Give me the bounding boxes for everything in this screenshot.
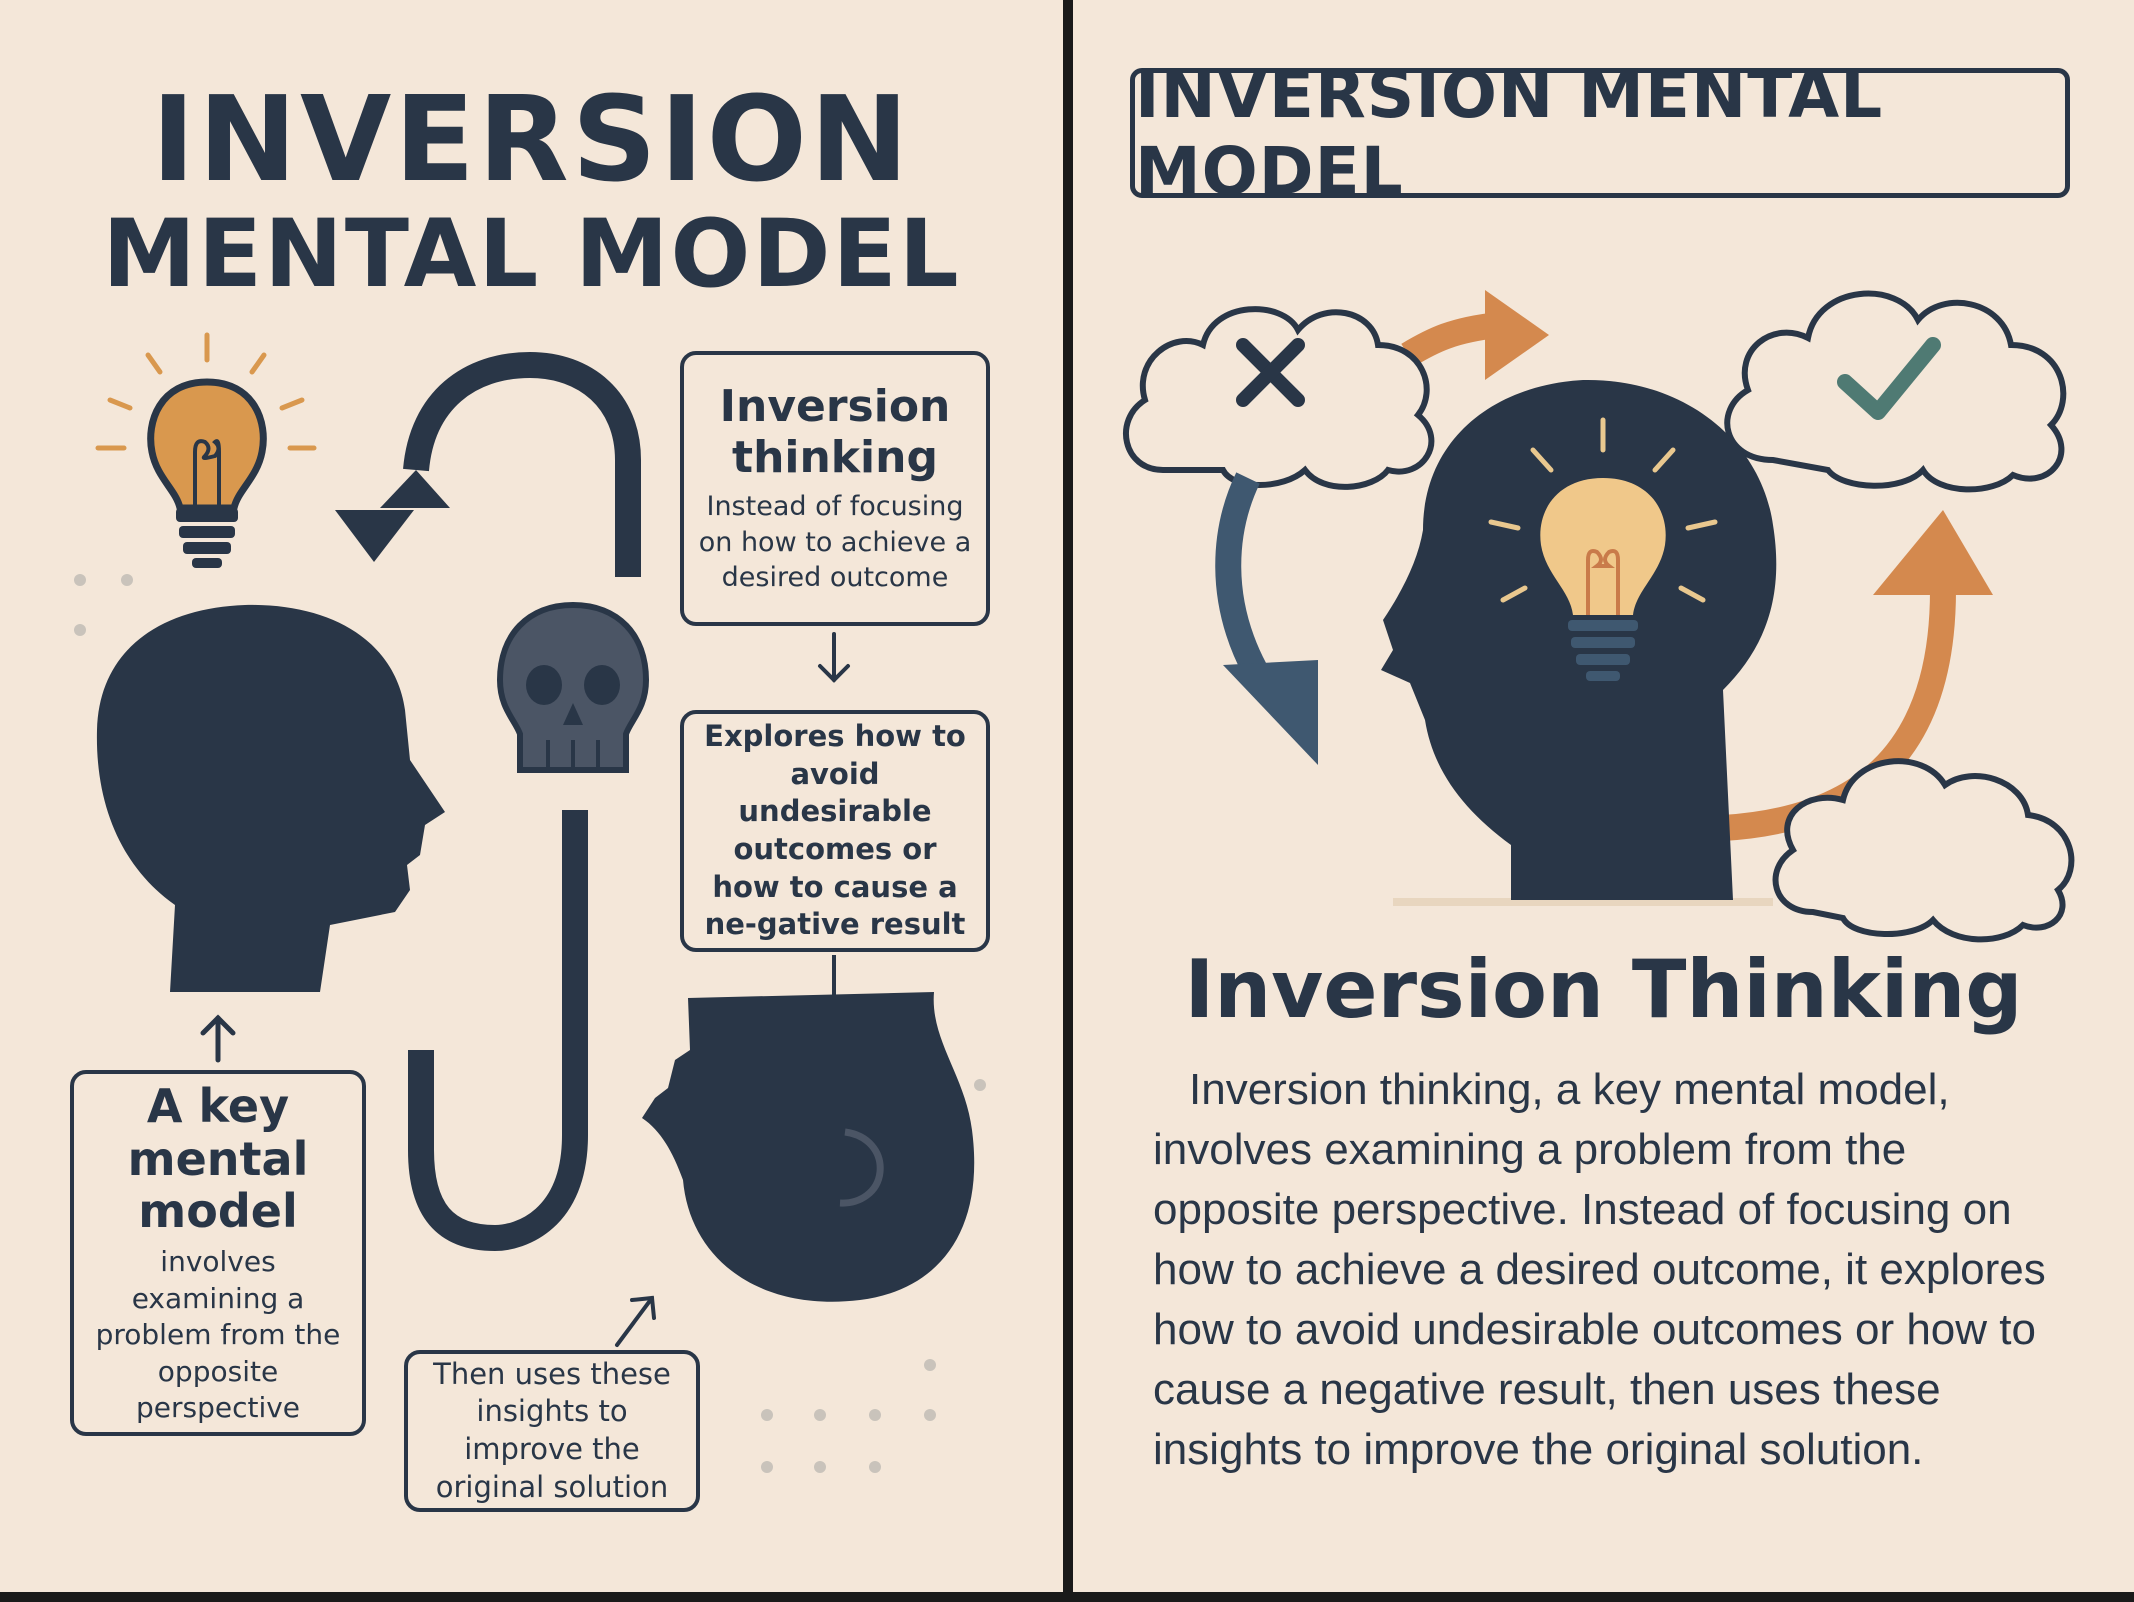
left-title-line2: MENTAL MODEL (102, 200, 961, 309)
key-mental-model-heading: A key mental model (127, 1078, 309, 1239)
orange-arrow-top-icon (1401, 290, 1549, 380)
inversion-thinking-box: Inversion thinking Instead of focusing o… (680, 351, 990, 626)
head-silhouette-icon (96, 604, 445, 992)
arrow-down-icon (818, 632, 850, 683)
right-title: INVERSION MENTAL MODEL (1130, 56, 2070, 210)
inversion-thinking-text: Instead of focusing on how to achieve a … (698, 491, 972, 593)
right-panel: INVERSION MENTAL MODEL (1073, 0, 2134, 1592)
blue-arrow-icon (1215, 472, 1318, 765)
arrow-up-icon (200, 1014, 236, 1063)
right-illustration (1123, 290, 2075, 943)
decorative-dots (74, 574, 986, 1473)
then-uses-box: Then uses these insights to improve the … (404, 1350, 700, 1512)
left-panel: INVERSION MENTAL MODEL (0, 0, 1063, 1592)
right-paragraph: Inversion thinking, a key mental model, … (1153, 1065, 2046, 1474)
panel-divider (1063, 0, 1073, 1602)
check-mark-icon (1837, 337, 1941, 420)
explores-box: Explores how to avoid undesirable outcom… (680, 710, 990, 952)
cloud-icon (1772, 758, 2075, 943)
u-curve-icon (408, 810, 588, 1252)
bottom-border (0, 1592, 2134, 1602)
then-uses-text: Then uses these insights to improve the … (433, 1356, 671, 1504)
cloud-check-icon (1724, 290, 2067, 493)
explores-text: Explores how to avoid undesirable outcom… (704, 718, 966, 942)
key-mental-model-box: A key mental model involves examining a … (70, 1070, 366, 1436)
arrow-diagonal-icon (615, 1295, 656, 1347)
inverted-head-silhouette-icon (642, 992, 975, 1302)
lightbulb-icon (95, 332, 317, 568)
curved-arrow-icon (335, 351, 641, 577)
left-illustration (74, 332, 986, 1473)
left-title-line1: INVERSION (151, 70, 912, 208)
right-heading: Inversion Thinking (1184, 943, 2023, 1036)
head-silhouette-icon (1381, 379, 1777, 906)
x-mark-icon (1236, 338, 1305, 407)
skull-icon (496, 601, 650, 773)
inversion-thinking-heading: Inversion thinking (719, 381, 951, 483)
key-mental-model-text: involves examining a problem from the op… (95, 1245, 341, 1424)
cloud-x-icon (1123, 306, 1435, 490)
